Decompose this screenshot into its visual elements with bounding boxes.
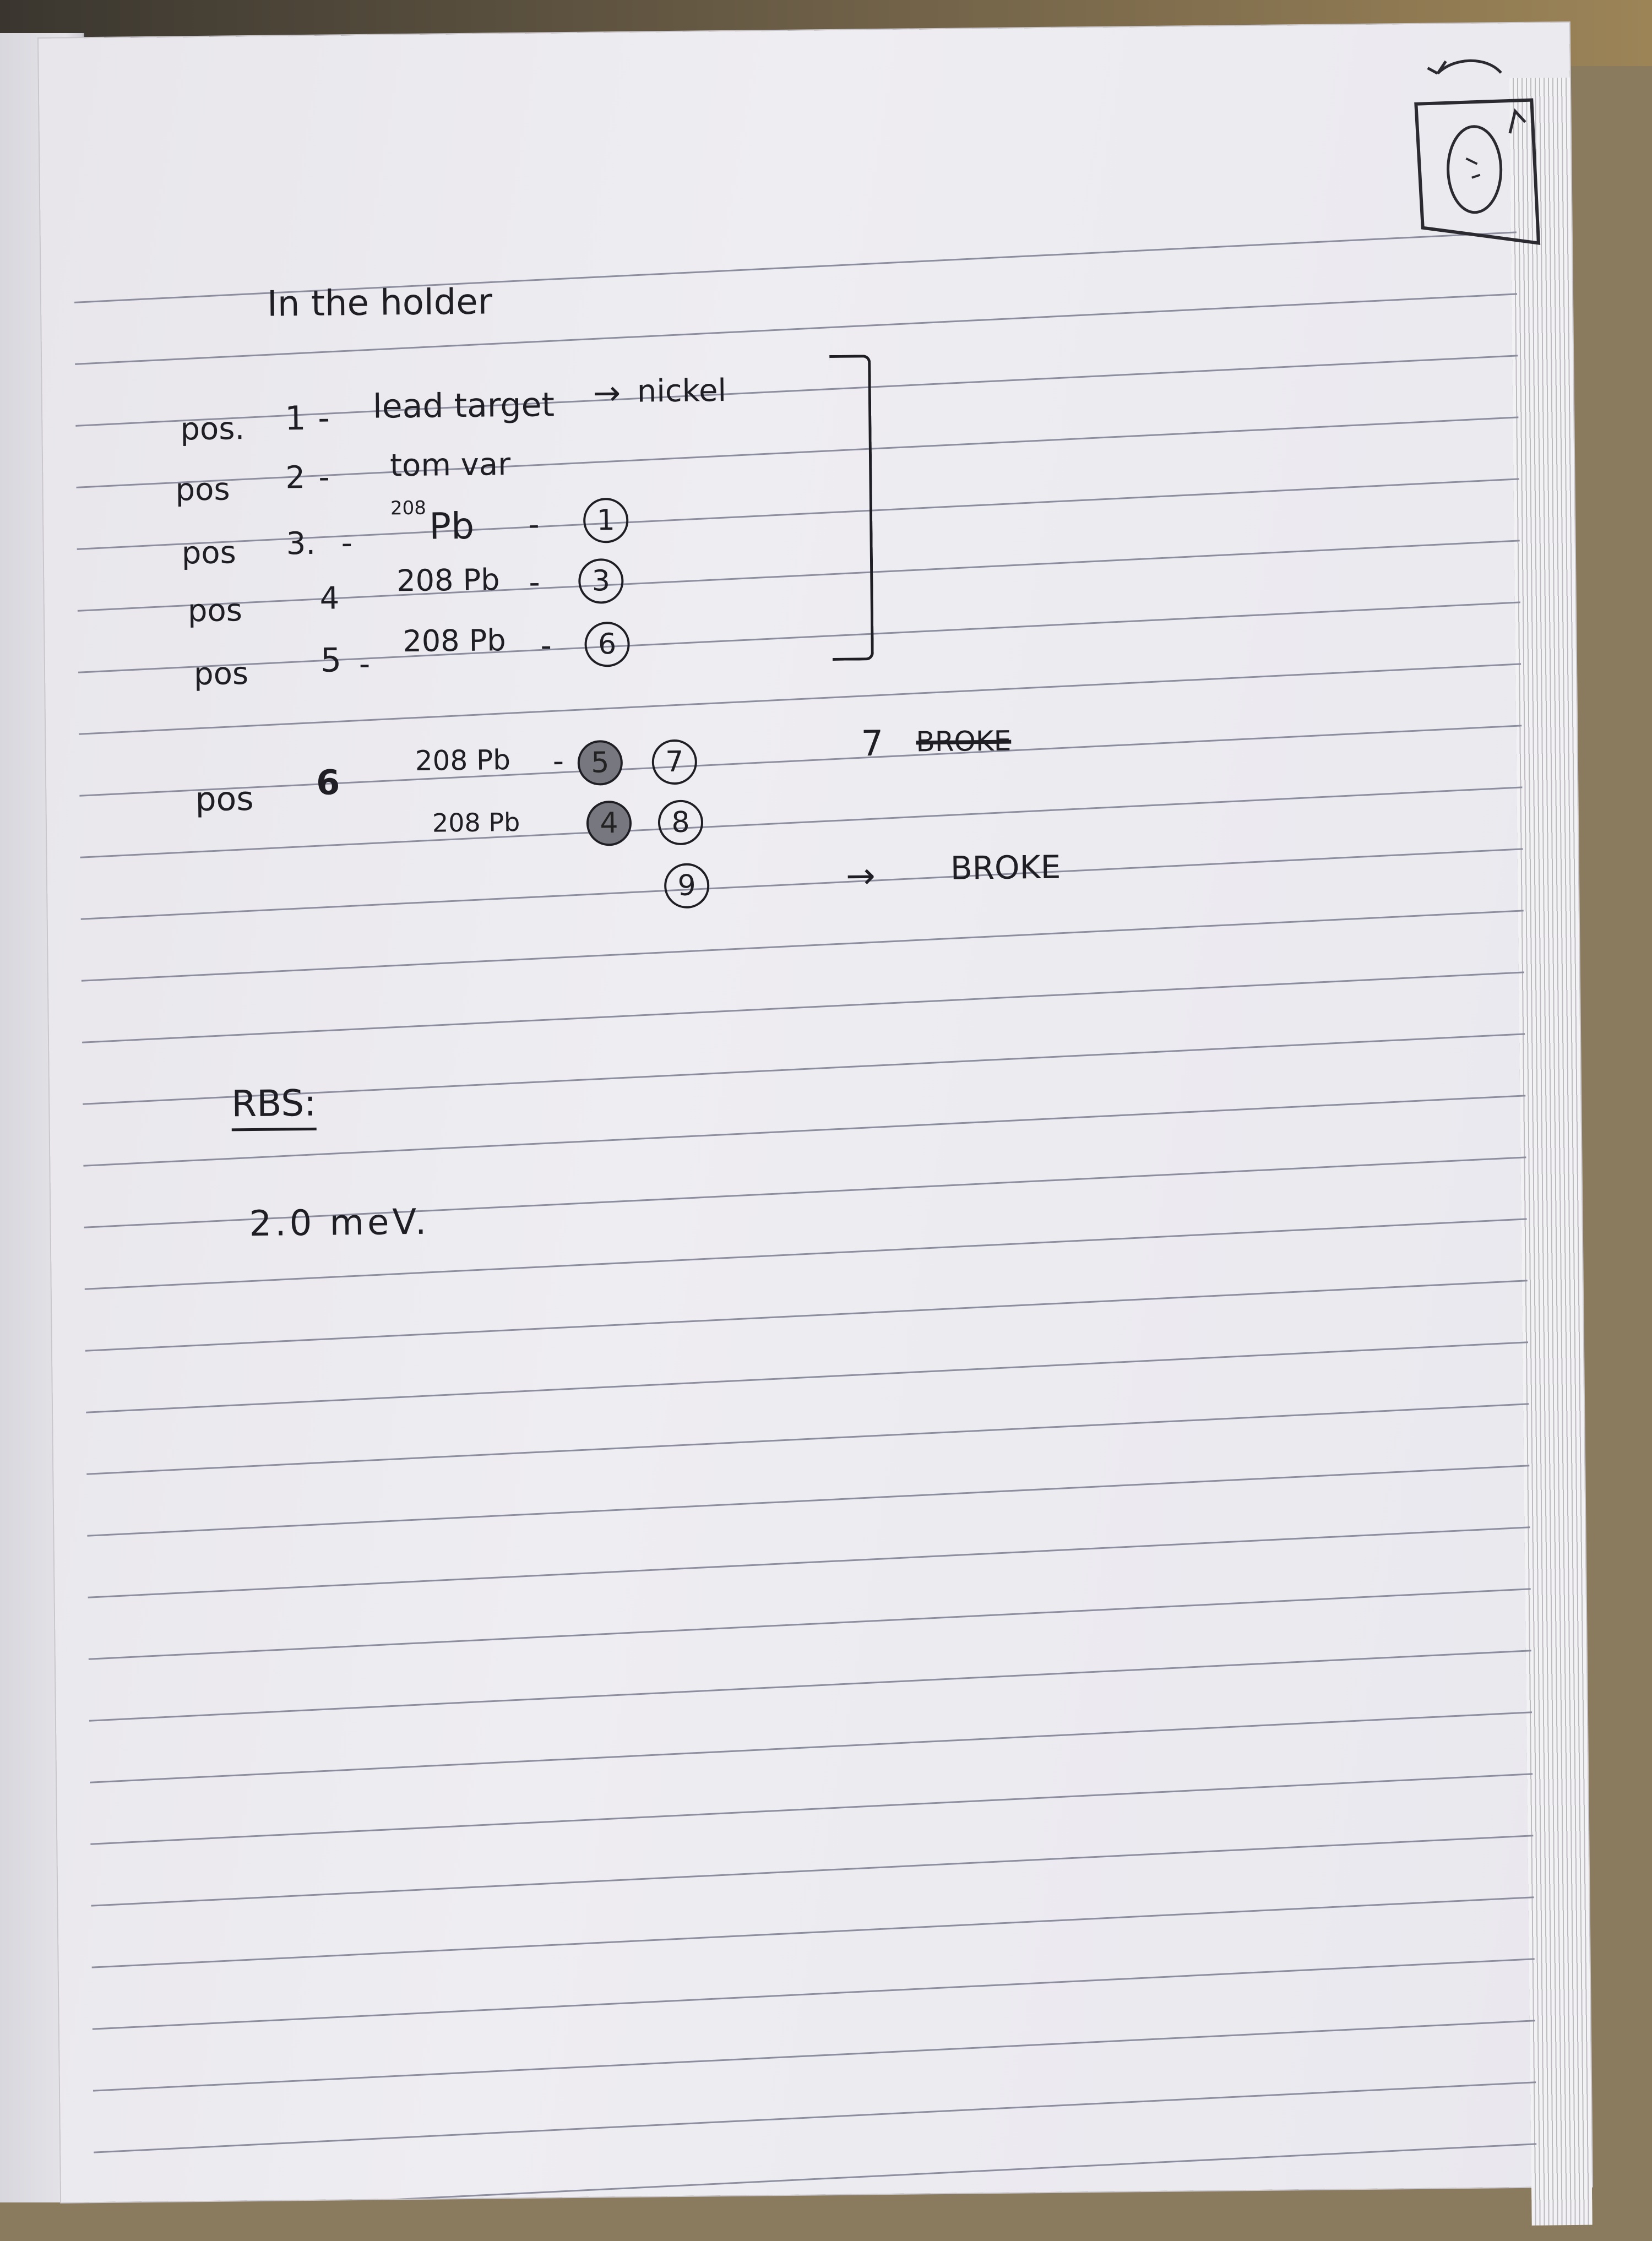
ruled-lines: [74, 231, 1537, 2202]
group2-row1-circle-b: 7: [651, 739, 698, 785]
row1-num: 1: [284, 399, 306, 438]
ruled-line: [84, 1156, 1526, 1228]
row3-superscript: 208: [390, 497, 427, 520]
ruled-line: [74, 231, 1517, 303]
ruled-line: [85, 1280, 1528, 1352]
page-title: In the holder: [267, 281, 493, 325]
row1-arrow: →: [593, 373, 621, 413]
group2-row3-note: BROKE: [950, 848, 1061, 887]
row3-item: Pb: [428, 504, 475, 548]
ruled-line: [78, 601, 1520, 673]
row4-dash2: -: [529, 564, 540, 601]
ruled-line: [86, 1403, 1529, 1475]
group2-row1-item: 208 Pb: [415, 744, 511, 777]
ruled-line: [79, 663, 1521, 735]
ruled-line: [77, 540, 1520, 612]
row4-circled-number: 3: [578, 558, 624, 604]
ruled-line: [88, 1526, 1530, 1598]
ruled-line: [77, 478, 1519, 550]
ruled-line: [80, 848, 1523, 920]
rbs-value: 2.0 meV.: [249, 1201, 430, 1245]
row3-dash: -: [341, 525, 353, 562]
group2-row3-circle-b: 9: [664, 863, 710, 909]
ruled-line: [88, 1588, 1531, 1660]
corner-sketch-icon: [1414, 59, 1541, 245]
row5-num: 5: [320, 641, 342, 680]
row5-circled-number: 6: [584, 621, 631, 667]
ruled-line: [82, 971, 1524, 1043]
group2-row3-arrow: →: [845, 856, 876, 897]
ruled-line: [94, 2143, 1537, 2202]
ruled-line: [86, 1341, 1529, 1413]
row1-item: lead target: [372, 385, 555, 426]
group2-row2-circle-b: 8: [657, 799, 704, 846]
row5-item: 208 Pb: [403, 623, 506, 659]
notebook-page: In the holder pos. 1 - lead target → nic…: [39, 22, 1593, 2226]
row4-item: 208 Pb: [396, 562, 500, 599]
ruled-line: [83, 1033, 1525, 1105]
row3-circled-number: 1: [583, 497, 629, 543]
row3-dash2: -: [528, 507, 540, 543]
ruled-line: [76, 416, 1519, 488]
ruled-line: [91, 1835, 1534, 1907]
ruled-line: [93, 2020, 1535, 2092]
group2-num: 6: [316, 762, 340, 803]
row5-pos: pos: [193, 656, 249, 693]
group2-row1-dash: -: [552, 743, 564, 780]
ruled-line: [83, 1095, 1526, 1167]
row3-num: 3.: [286, 525, 316, 562]
ruled-line: [84, 1218, 1527, 1290]
row4-num: 4: [319, 580, 340, 617]
row5-dash2: -: [540, 628, 552, 664]
ruled-line: [90, 1711, 1533, 1783]
group2-row1-circle-a: 5: [577, 739, 623, 786]
group-bracket: [829, 355, 874, 661]
row4-pos: pos: [187, 592, 243, 629]
row1-dash: -: [317, 399, 330, 438]
ruled-line: [75, 293, 1518, 365]
ruled-line: [79, 725, 1522, 797]
ruled-line: [81, 910, 1524, 982]
ruled-line: [89, 1650, 1531, 1722]
row1-note: nickel: [637, 372, 727, 410]
ruled-line: [87, 1465, 1530, 1537]
group2-row2-item: 208 Pb: [432, 807, 520, 838]
ruled-line: [91, 1896, 1534, 1968]
ruled-line: [90, 1773, 1533, 1845]
row5-dash: -: [358, 646, 371, 682]
row2-dash: -: [318, 459, 330, 496]
ruled-line: [92, 1958, 1535, 2030]
ruled-line: [75, 355, 1518, 427]
row2-item: tom var: [389, 447, 511, 484]
ruled-line: [94, 2081, 1536, 2153]
row2-pos: pos: [175, 471, 230, 508]
ruled-line: [80, 786, 1523, 858]
side-note-num: 7: [861, 724, 884, 765]
row3-pos: pos: [181, 535, 237, 572]
row1-pos: pos.: [180, 411, 245, 448]
rbs-heading: RBS:: [231, 1081, 317, 1132]
group2-pos: pos: [195, 779, 254, 819]
side-note-struck-text: BROKE: [916, 725, 1012, 758]
row2-num: 2: [285, 459, 306, 496]
group2-row2-circle-a: 4: [586, 800, 632, 846]
